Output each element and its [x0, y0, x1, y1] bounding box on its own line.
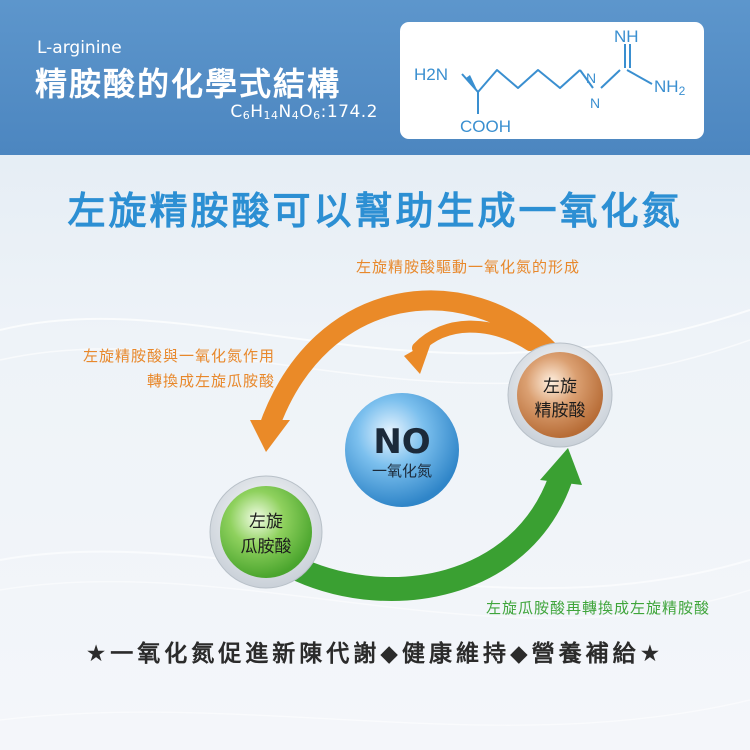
orange-arc-arrow	[258, 290, 558, 440]
bond-amine2	[626, 69, 653, 85]
left-caption-line2: 轉換成左旋瓜胺酸	[146, 372, 275, 390]
green-arc-arrow	[288, 468, 572, 601]
headline: 左旋精胺酸可以幫助生成一氧化氮	[67, 189, 683, 233]
left-caption: 左旋精胺酸與一氧化氮作用 轉換成左旋瓜胺酸	[30, 344, 275, 394]
imine-label: NH	[614, 27, 639, 46]
arginine-label-line1: 左旋	[543, 377, 577, 397]
amine-label: H2N	[414, 65, 448, 84]
citrulline-label-line1: 左旋	[249, 512, 283, 532]
no-symbol: NO	[373, 422, 430, 462]
nitrogen-label-1: N	[586, 70, 596, 86]
structure-title: 精胺酸的化學式結構	[35, 65, 342, 103]
header-banner: L-arginine 精胺酸的化學式結構 C6H14N4O6:174.2 H2N…	[0, 0, 750, 155]
bond-amine	[461, 73, 479, 93]
green-arrow-head	[540, 448, 582, 485]
nitrogen-label-2: N	[590, 95, 600, 111]
arginine-label-line2: 精胺酸	[535, 401, 586, 421]
bottom-caption: 左旋瓜胺酸再轉換成左旋精胺酸	[485, 599, 710, 617]
english-name: L-arginine	[37, 38, 122, 58]
top-caption: 左旋精胺酸驅動一氧化氮的形成	[355, 258, 580, 276]
carboxyl-label: COOH	[460, 117, 511, 136]
citrulline-sphere	[220, 486, 312, 578]
chemical-formula: C6H14N4O6:174.2	[230, 102, 378, 122]
amine2-label: NH2	[654, 77, 686, 98]
left-caption-line1: 左旋精胺酸與一氧化氮作用	[82, 347, 275, 365]
citrulline-label-line2: 瓜胺酸	[241, 537, 292, 557]
benefits-tagline: ★一氧化氮促進新陳代謝◆健康維持◆營養補給★	[85, 641, 665, 667]
orange-inner-arrow	[412, 320, 536, 354]
bond-c	[600, 69, 621, 89]
orange-inner-arrow-head	[404, 340, 432, 374]
no-name: 一氧化氮	[372, 462, 432, 480]
arginine-structure-diagram: H2N COOH NH N N NH2	[414, 27, 686, 136]
arginine-sphere	[517, 352, 603, 438]
carbon-chain	[477, 69, 581, 93]
orange-arrow-head	[250, 420, 290, 452]
no-sphere	[345, 393, 459, 507]
wedge-bond	[466, 75, 478, 92]
molecule-structure-panel: H2N COOH NH N N NH2	[400, 22, 704, 139]
bond-n	[579, 69, 594, 89]
